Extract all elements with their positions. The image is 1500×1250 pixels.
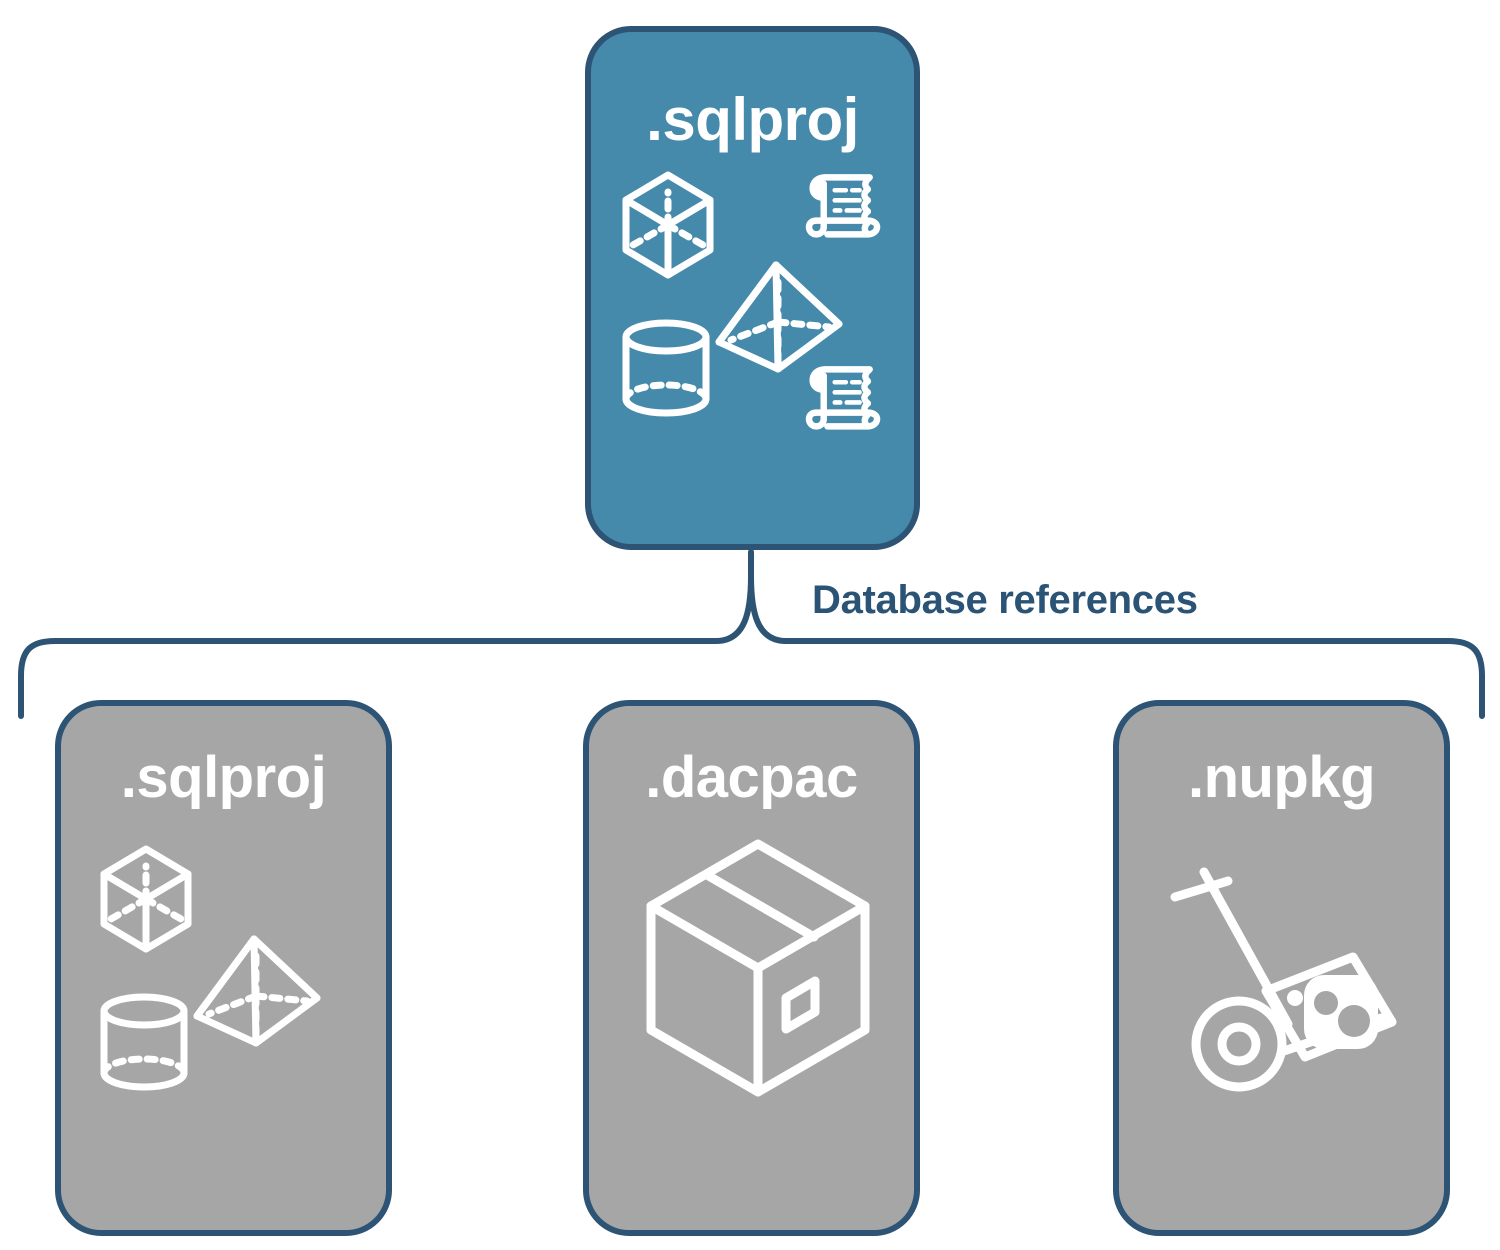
reference-card-title: .sqlproj: [120, 745, 327, 810]
package-box-icon: [646, 839, 870, 1097]
pyramid-wireframe-icon: [193, 935, 321, 1047]
cube-wireframe-icon: [100, 845, 192, 953]
sqlproj-reference-icon-group: [100, 845, 321, 1091]
reference-card-dacpac[interactable]: .dacpac: [583, 700, 920, 1236]
database-references-label: Database references: [812, 578, 1198, 622]
reference-card-sqlproj[interactable]: .sqlproj: [55, 700, 392, 1236]
root-node-sqlproj-card[interactable]: .sqlproj: [585, 26, 920, 550]
root-card-icon-group: [622, 171, 881, 430]
root-card-title: .sqlproj: [646, 86, 859, 153]
cylinder-wireframe-icon: [100, 993, 188, 1091]
reference-card-nupkg[interactable]: .nupkg: [1113, 700, 1450, 1236]
hand-truck-package-icon: [1170, 867, 1397, 1092]
scroll-script-icon: [805, 174, 881, 238]
cube-wireframe-icon: [622, 171, 714, 279]
reference-card-title: .nupkg: [1187, 745, 1376, 810]
scroll-script-icon: [805, 366, 881, 430]
dacpac-reference-icon-group: [646, 839, 870, 1097]
pyramid-wireframe-icon: [715, 261, 843, 373]
database-references-brace: [18, 549, 1485, 719]
cylinder-wireframe-icon: [622, 319, 710, 417]
nupkg-reference-icon-group: [1170, 867, 1397, 1092]
reference-card-title: .dacpac: [645, 745, 858, 810]
